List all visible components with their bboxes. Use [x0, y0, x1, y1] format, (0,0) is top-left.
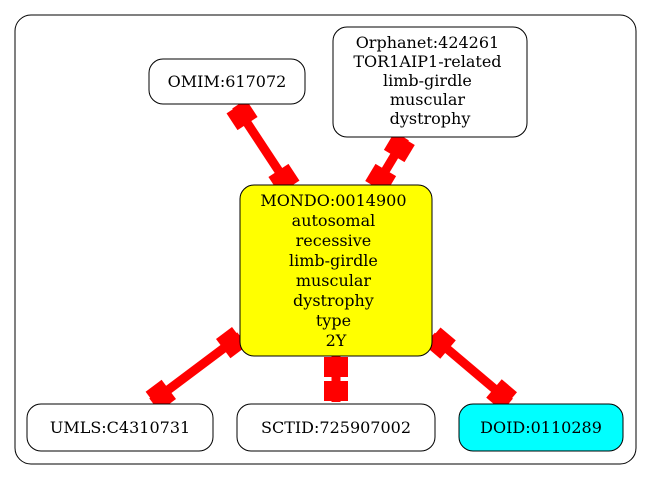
node-mondo-line: 2Y [326, 331, 347, 350]
node-orphanet-box [332, 26, 528, 138]
node-umls[interactable]: UMLS:C4310731 [26, 403, 214, 452]
node-sctid[interactable]: SCTID:725907002 [236, 403, 436, 452]
node-sctid-label: SCTID:725907002 [261, 418, 411, 437]
node-omim[interactable]: OMIM:617072 [148, 58, 306, 105]
node-mondo[interactable]: MONDO:0014900 autosomal recessive limb-g… [239, 184, 433, 357]
node-omim-label: OMIM:617072 [168, 72, 287, 91]
node-mondo-line: autosomal [292, 211, 376, 230]
edge-cap-start [226, 100, 258, 131]
node-orphanet[interactable]: Orphanet:424261 TOR1AIP1-related limb-gi… [332, 26, 528, 138]
node-doid-box [458, 403, 624, 452]
edge-cap-start [324, 357, 348, 377]
node-mondo-line: recessive [296, 231, 372, 250]
node-orphanet-line: muscular [390, 90, 466, 109]
node-orphanet-line: dystrophy [390, 109, 471, 128]
node-orphanet-line: TOR1AIP1-related [353, 52, 501, 71]
node-doid[interactable]: DOID:0110289 [458, 403, 624, 452]
node-doid-label: DOID:0110289 [480, 418, 602, 437]
edge-cap-start [425, 327, 456, 359]
node-mondo-box [239, 184, 433, 357]
edge-cap-start [383, 132, 415, 163]
node-omim-box [148, 58, 306, 105]
edge-cap-start [215, 327, 247, 359]
node-orphanet-label: Orphanet:424261 TOR1AIP1-related limb-gi… [353, 33, 506, 128]
edge-cap-end [145, 379, 177, 411]
node-mondo-label: MONDO:0014900 autosomal recessive limb-g… [260, 191, 411, 350]
edge-cap-end [486, 379, 517, 411]
edge-cap-end [324, 381, 348, 401]
node-mondo-line: dystrophy [293, 291, 374, 310]
node-mondo-line: type [316, 311, 351, 330]
node-sctid-box [236, 403, 436, 452]
node-mondo-line: muscular [296, 271, 372, 290]
node-umls-box [26, 403, 214, 452]
edge-layer [145, 100, 517, 411]
node-mondo-line: limb-girdle [289, 251, 378, 270]
node-umls-label: UMLS:C4310731 [50, 418, 190, 437]
node-orphanet-line: Orphanet:424261 [356, 33, 500, 52]
node-mondo-line: MONDO:0014900 [260, 191, 406, 210]
node-orphanet-line: limb-girdle [383, 71, 472, 90]
